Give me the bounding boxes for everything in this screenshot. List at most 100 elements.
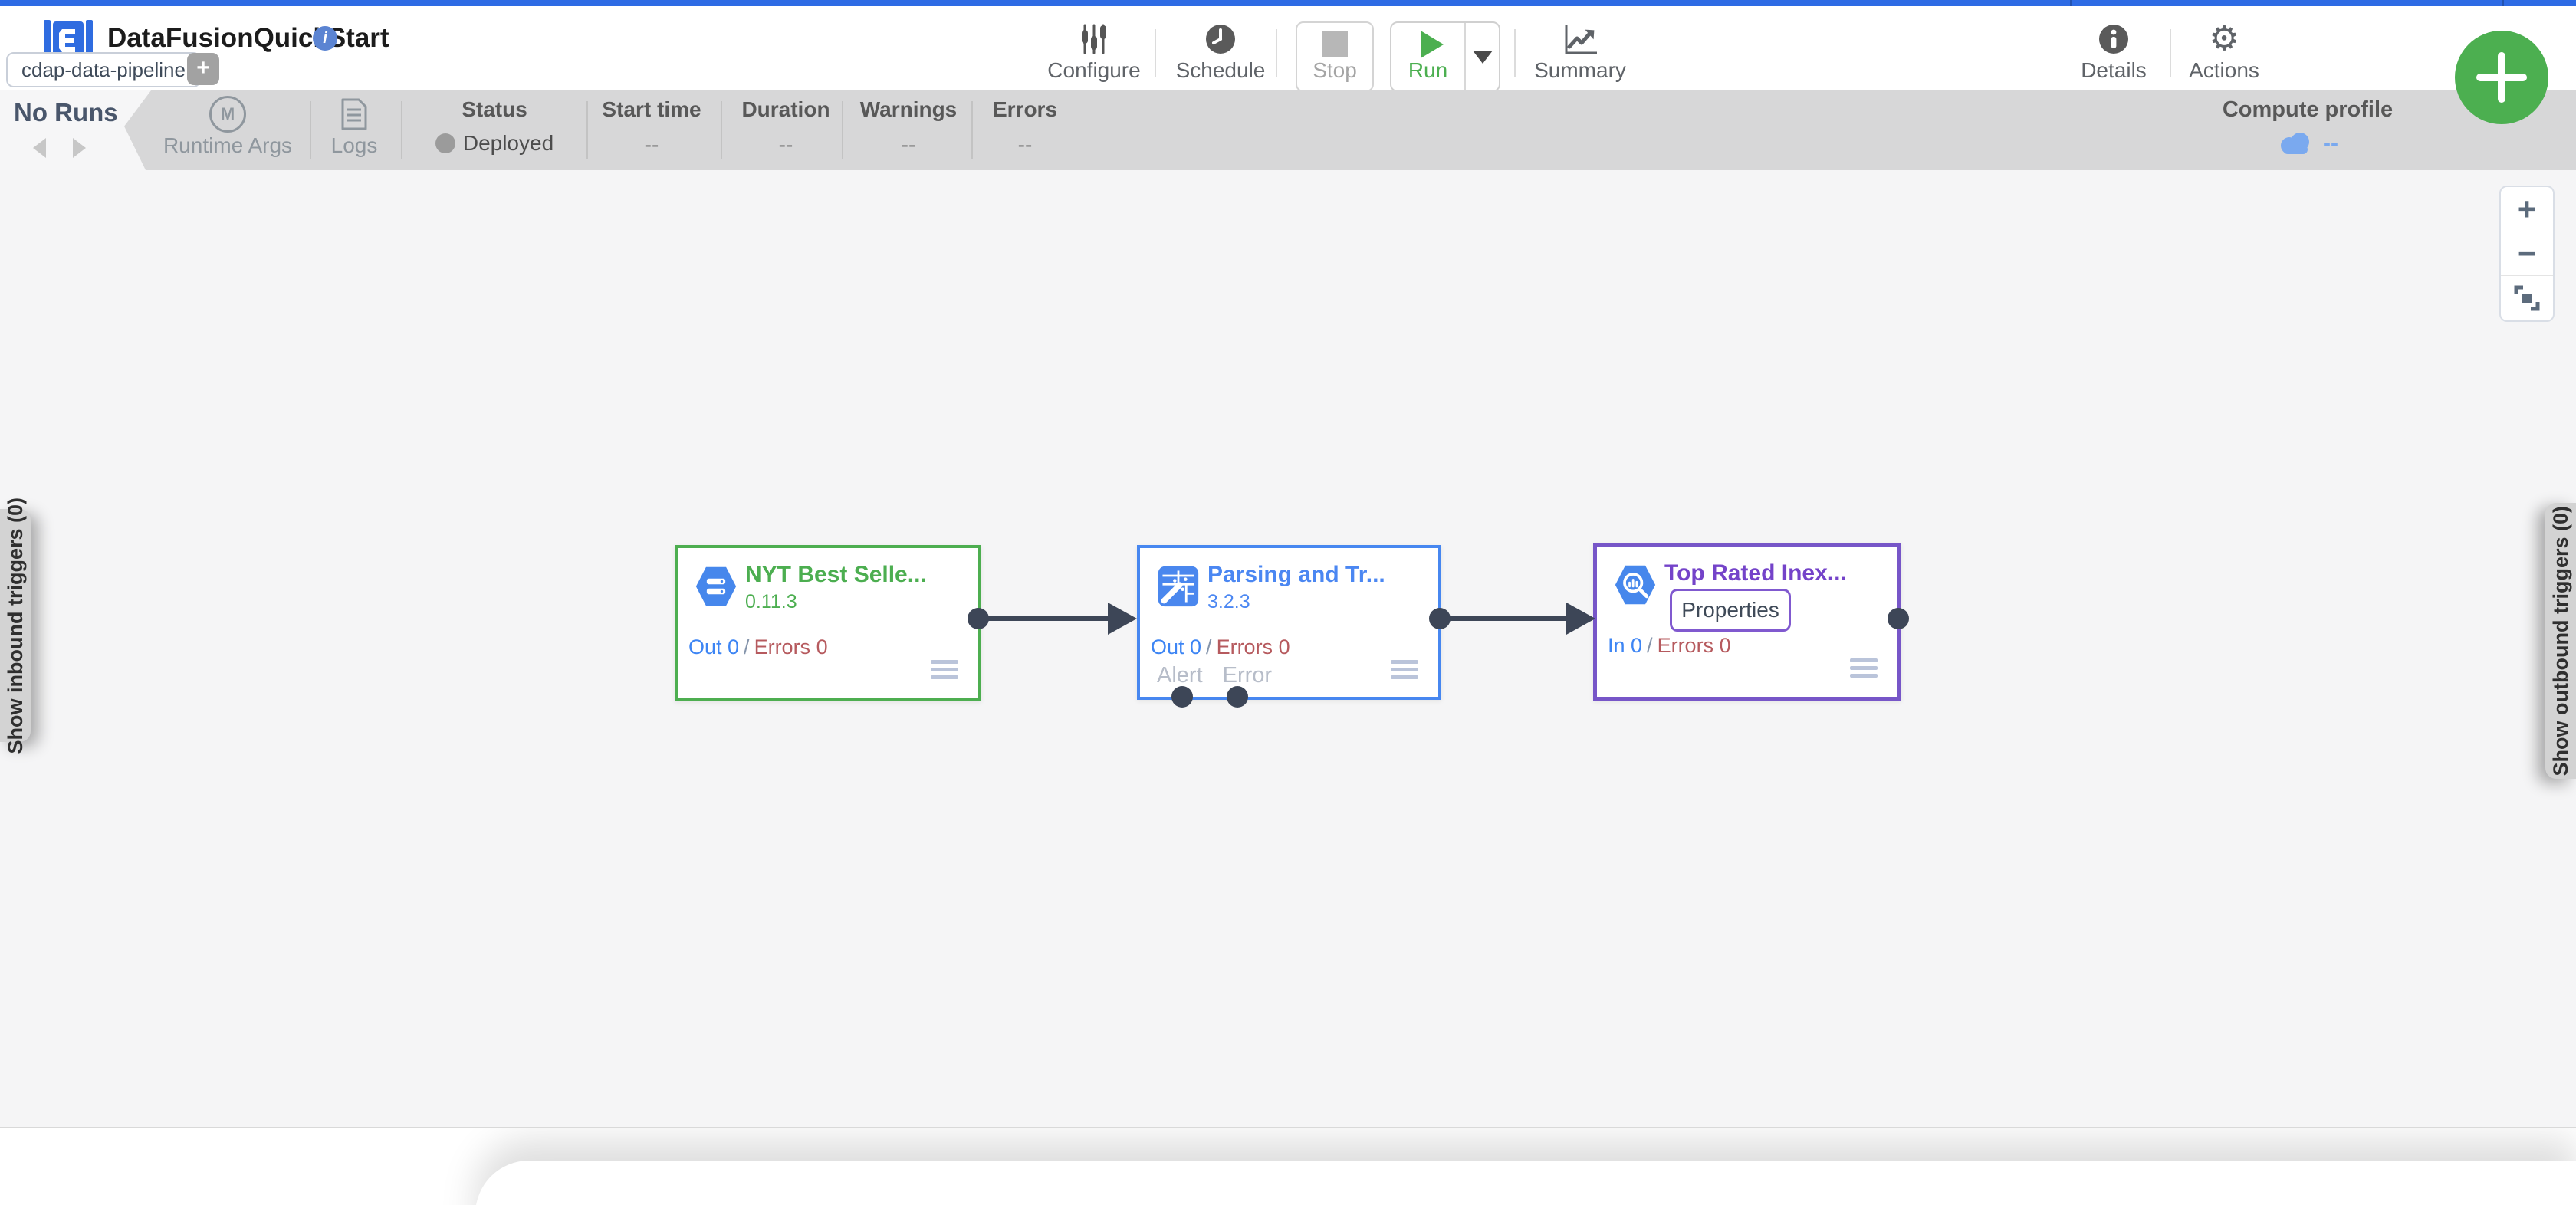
schedule-label: Schedule [1175,58,1266,82]
node-title: Top Rated Inex... [1664,560,1847,586]
bottom-drawer-shadow [475,1161,2576,1205]
configure-button[interactable]: Configure [1033,21,1155,83]
pipeline-canvas[interactable]: Show inbound triggers (0) Show outbound … [0,170,2576,1127]
compute-profile-value: -- [2323,130,2338,156]
add-button[interactable] [2455,31,2548,124]
warnings-column: Warnings -- [847,97,970,157]
outbound-triggers-tab[interactable]: Show outbound triggers (0) [2545,503,2576,779]
pipeline-node-sink[interactable]: Top Rated Inex... Properties In 0/Errors… [1593,543,1901,701]
logs-doc-icon [316,95,393,133]
wrangler-icon [1158,566,1199,607]
pipeline-node-transform[interactable]: Parsing and Tr... 3.2.3 Out 0/Errors 0 A… [1137,545,1441,708]
properties-button[interactable]: Properties [1670,589,1791,632]
statusbar-divider [310,101,311,159]
errors-metric[interactable]: Errors 0 [754,635,828,658]
in-metric[interactable]: In 0 [1608,634,1643,657]
out-metric[interactable]: Out 0 [1151,635,1202,658]
play-icon [1421,31,1444,58]
pipeline-type-tag: cdap-data-pipeline [6,52,201,87]
node-port-labels: Alert Error [1157,663,1292,688]
output-port[interactable] [1888,608,1909,629]
errors-column: Errors -- [968,97,1083,157]
connection-arrowhead [1566,602,1595,635]
plus-icon [2476,52,2527,103]
outbound-triggers-label: Show outbound triggers (0) [2548,505,2572,777]
zoom-controls: + − [2499,186,2555,322]
stop-label: Stop [1313,58,1357,82]
inbound-triggers-tab[interactable]: Show inbound triggers (0) [0,497,31,754]
warnings-value: -- [901,133,916,156]
previous-run-icon[interactable] [33,138,46,158]
pipeline-header: DataFusionQuickStart i cdap-data-pipelin… [0,6,2576,92]
connection-edge[interactable] [978,616,1113,621]
fit-to-screen-button[interactable] [2501,276,2553,320]
bottom-panel-edge [0,1127,2576,1205]
statusbar-divider [401,101,402,159]
node-menu-icon[interactable] [1850,658,1878,681]
stop-icon [1322,31,1348,57]
add-tag-button[interactable]: + [187,53,219,85]
node-metrics: In 0/Errors 0 [1608,634,1731,658]
next-run-icon[interactable] [73,138,86,158]
errors-metric[interactable]: Errors 0 [1216,635,1290,658]
status-dot [435,133,455,153]
statusbar-divider [721,101,722,159]
output-port[interactable] [968,608,989,629]
status-column: Status Deployed [418,97,571,156]
run-status-bar: No Runs M Runtime Args Logs Status Deplo… [0,90,2576,172]
schedule-button[interactable]: Schedule [1159,21,1282,83]
gear-icon: ⚙ [2209,19,2239,58]
toolbar-divider [1155,29,1156,77]
strip-separator [2070,0,2072,6]
actions-label: Actions [2189,58,2259,82]
pipeline-node-source[interactable]: NYT Best Selle... 0.11.3 Out 0/Errors 0 [675,545,981,701]
zoom-out-button[interactable]: − [2501,231,2553,276]
runs-navigation-tab: No Runs [0,90,151,170]
details-label: Details [2081,58,2147,82]
summary-label: Summary [1534,58,1626,82]
out-metric[interactable]: Out 0 [688,635,740,658]
metric-separator: / [1647,634,1653,657]
start-time-column: Start time -- [590,97,713,157]
clock-icon [1159,21,1282,57]
start-time-value: -- [644,133,659,156]
sliders-icon [1033,21,1155,57]
details-button[interactable]: Details [2060,21,2167,83]
errors-label: Errors [992,97,1058,121]
alert-port[interactable] [1171,686,1193,708]
zoom-in-button[interactable]: + [2501,187,2553,231]
toolbar-divider [1276,29,1277,77]
alert-port-label: Alert [1157,663,1203,688]
errors-metric[interactable]: Errors 0 [1657,634,1731,657]
logs-label: Logs [330,133,378,157]
node-menu-icon[interactable] [1391,660,1418,683]
connection-edge[interactable] [1440,616,1572,621]
status-label: Status [462,97,527,121]
actions-button[interactable]: ⚙ Actions [2174,21,2274,83]
duration-column: Duration -- [724,97,847,157]
strip-separator [2502,0,2504,6]
run-options-dropdown[interactable] [1466,23,1499,90]
warnings-label: Warnings [859,97,958,121]
cloud-icon [2281,133,2309,154]
summary-button[interactable]: Summary [1523,21,1638,83]
runtime-args-button[interactable]: M Runtime Args [163,95,293,158]
node-title: NYT Best Selle... [745,562,927,587]
runs-count-label: No Runs [14,98,118,126]
metric-separator: / [1206,635,1212,658]
stop-button[interactable]: Stop [1296,21,1374,92]
compute-profile[interactable]: Compute profile -- [2216,95,2400,156]
error-port[interactable] [1227,686,1248,708]
error-port-label: Error [1222,663,1273,688]
node-menu-icon[interactable] [931,660,958,683]
pipeline-info-icon[interactable]: i [313,26,337,51]
statusbar-divider [586,101,588,159]
statusbar-divider [971,101,973,159]
output-port[interactable] [1429,608,1451,629]
logs-button[interactable]: Logs [316,95,393,158]
cdap-pipeline-logo-icon [44,20,93,61]
run-button[interactable]: Run [1392,23,1466,90]
run-label: Run [1408,58,1448,82]
node-metrics: Out 0/Errors 0 [1151,635,1290,659]
node-version: 0.11.3 [745,591,797,612]
